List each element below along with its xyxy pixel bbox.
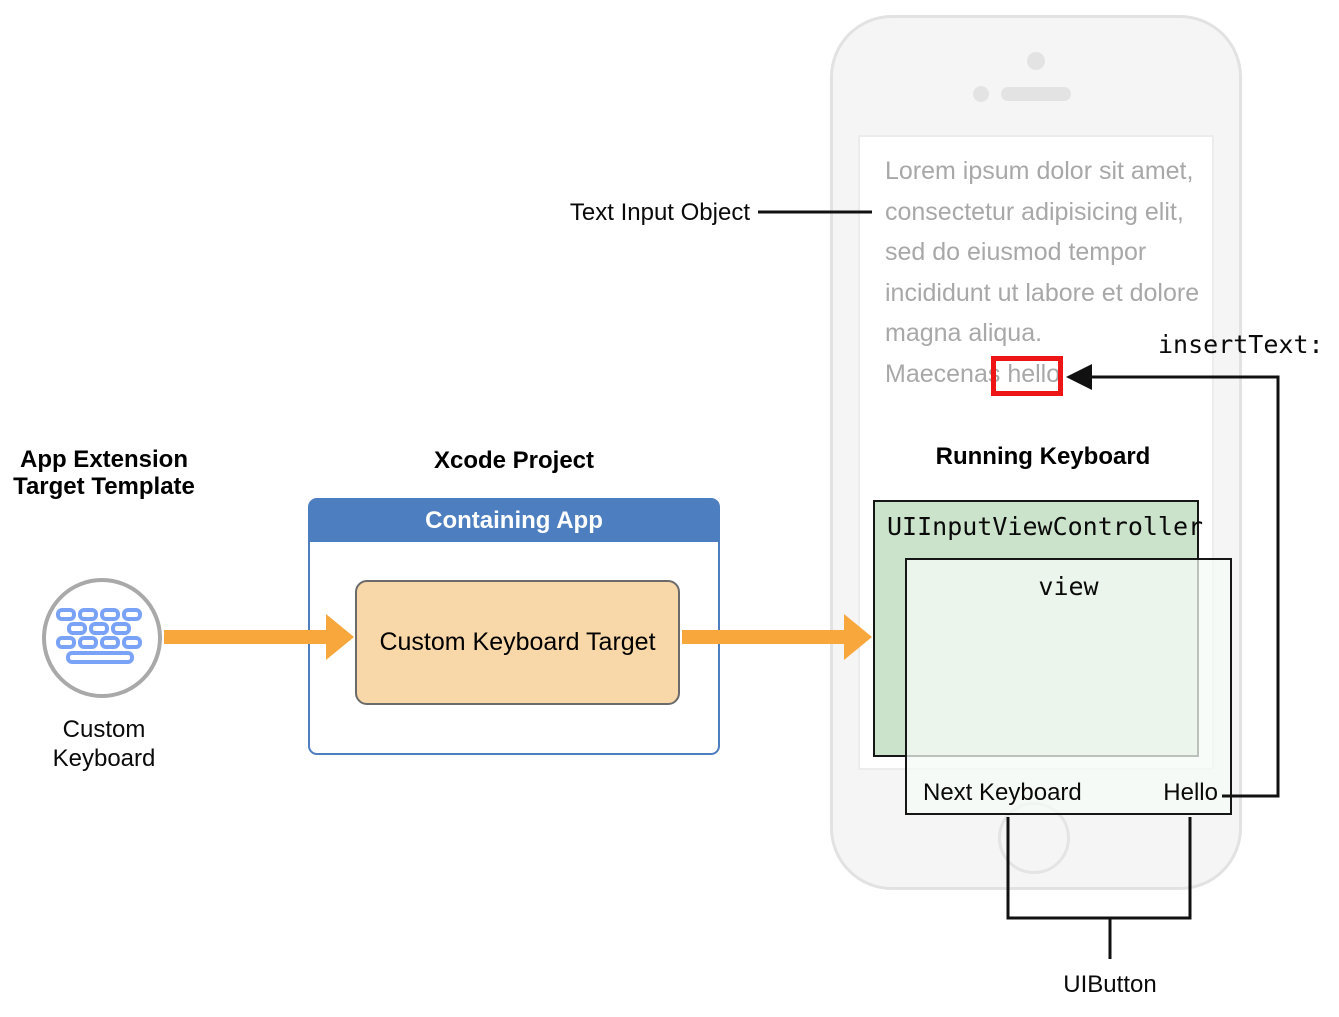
text-input-object-label: Text Input Object [569,199,750,226]
custom-keyboard-target-box: Custom Keyboard Target [355,580,680,705]
keyboard-view-box: view Next Keyboard Hello [905,558,1232,815]
lorem-line: consectetur adipisicing elit, [885,197,1184,226]
keyboard-icon [56,608,142,664]
inserttext-method-label: insertText: [1158,330,1324,359]
lorem-text: Lorem ipsum dolor sit amet, consectetur … [885,151,1220,394]
keyboard-button-row: Next Keyboard Hello [907,779,1230,813]
lorem-line: incididunt ut labore et dolore [885,278,1200,307]
containing-app-header: Containing App [310,500,718,542]
lorem-line: sed do eiusmod tempor [885,238,1147,266]
view-label: view [1038,572,1099,601]
next-keyboard-button-label: Next Keyboard [923,779,1082,806]
custom-keyboard-caption: Custom Keyboard [52,716,156,772]
speaker-icon [1001,87,1071,101]
running-keyboard-title: Running Keyboard [935,443,1151,470]
lorem-line: magna aliqua. [885,319,1043,347]
camera-icon [1027,52,1045,70]
uiinputviewcontroller-label: UIInputViewController [887,512,1204,541]
uibutton-label: UIButton [1063,971,1157,998]
sensor-dot-icon [973,86,989,102]
xcode-project-title: Xcode Project [433,447,595,474]
custom-keyboard-template-badge [42,578,162,698]
inserted-word: hello [1007,359,1061,388]
lorem-line: Maecenas hello [885,359,1061,388]
app-extension-template-title: App Extension Target Template [13,446,195,500]
lorem-line: Lorem ipsum dolor sit amet, [885,157,1194,185]
hello-button-label: Hello [1163,779,1218,806]
inserted-text-highlight [991,356,1063,396]
